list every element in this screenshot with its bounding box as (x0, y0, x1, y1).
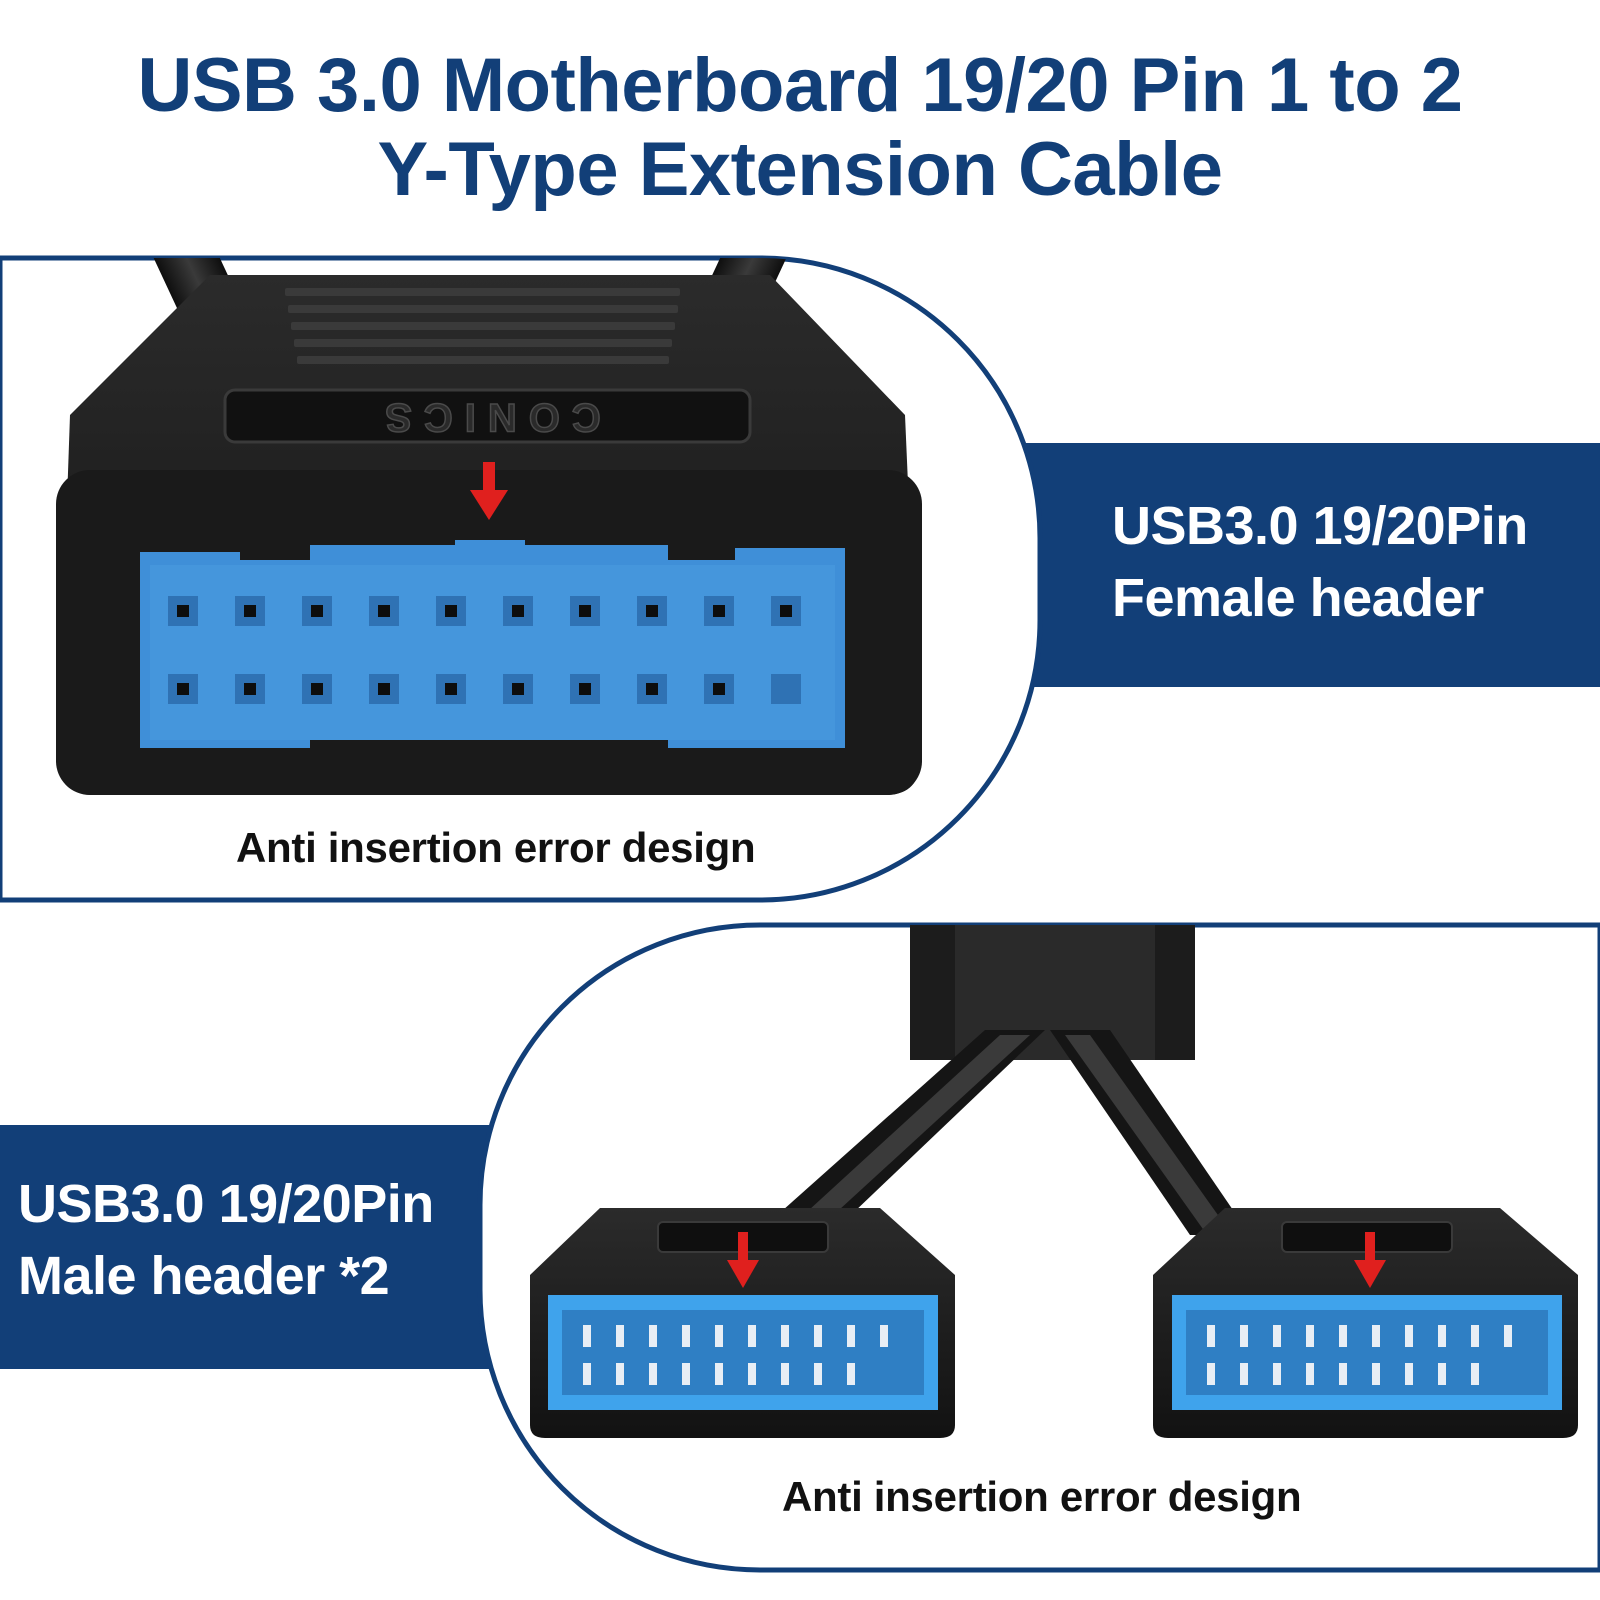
male-pin (748, 1363, 756, 1385)
male-pin (715, 1363, 723, 1385)
male-label-line-2: Male header *2 (18, 1246, 390, 1306)
female-brand-plate (223, 388, 752, 444)
male-pin (649, 1325, 657, 1347)
male-pin (847, 1325, 855, 1347)
female-pin-hole (311, 683, 323, 695)
female-header-label: USB3.0 19/20Pin Female header (1112, 490, 1528, 634)
male-pin (781, 1363, 789, 1385)
female-pin-hole (512, 605, 524, 617)
male-pin (1471, 1363, 1479, 1385)
male-pin (616, 1363, 624, 1385)
male-pin (1240, 1325, 1248, 1347)
male-pin (1438, 1325, 1446, 1347)
male-pin (1207, 1363, 1215, 1385)
male-pin (781, 1325, 789, 1347)
male-pin (682, 1325, 690, 1347)
female-pin-hole (579, 605, 591, 617)
female-pin-hole (311, 605, 323, 617)
male-pin (1438, 1363, 1446, 1385)
male-pin (847, 1363, 855, 1385)
female-pin-hole (177, 605, 189, 617)
female-grip-ribs (285, 288, 680, 364)
female-pin-hole (646, 683, 658, 695)
male-left-key-arrow (727, 1232, 759, 1288)
title-line-1: USB 3.0 Motherboard 19/20 Pin 1 to 2 (137, 43, 1463, 128)
male-pin (583, 1325, 591, 1347)
male-pin (814, 1363, 822, 1385)
male-pin (1207, 1325, 1215, 1347)
female-key-arrow (470, 462, 508, 520)
male-pin (1372, 1325, 1380, 1347)
male-pin (748, 1325, 756, 1347)
female-panel: CONICS (0, 255, 1043, 903)
male-pin (583, 1363, 591, 1385)
male-pin (1306, 1363, 1314, 1385)
male-label-line-1: USB3.0 19/20Pin (18, 1174, 434, 1234)
male-header-label: USB3.0 19/20Pin Male header *2 (18, 1168, 434, 1312)
female-pin-hole (445, 683, 457, 695)
male-pin (682, 1363, 690, 1385)
title-line-2: Y-Type Extension Cable (377, 127, 1223, 212)
male-pin (1405, 1325, 1413, 1347)
male-caption: Anti insertion error design (782, 1473, 1302, 1520)
female-pin-hole (713, 683, 725, 695)
male-pin (1471, 1325, 1479, 1347)
male-pin (880, 1325, 888, 1347)
female-pin-hole (378, 683, 390, 695)
page-title: USB 3.0 Motherboard 19/20 Pin 1 to 2 Y-T… (0, 44, 1600, 212)
female-label-line-2: Female header (1112, 568, 1484, 628)
female-pin-hole (780, 605, 792, 617)
female-pin-hole (244, 683, 256, 695)
male-pin (1306, 1325, 1314, 1347)
male-pin (715, 1325, 723, 1347)
female-pin-hole (713, 605, 725, 617)
male-pin (1405, 1363, 1413, 1385)
male-right-key-arrow (1354, 1232, 1386, 1288)
male-pin (1240, 1363, 1248, 1385)
female-pin-hole (378, 605, 390, 617)
female-brand-text: CONICS (373, 395, 601, 439)
female-pin-hole (445, 605, 457, 617)
female-pin-grid (168, 596, 801, 704)
male-pin (1372, 1363, 1380, 1385)
female-pin-hole (579, 683, 591, 695)
male-pin (1273, 1325, 1281, 1347)
male-pin (616, 1325, 624, 1347)
male-pin (1273, 1363, 1281, 1385)
male-connector-left (530, 1208, 955, 1438)
male-pin (1339, 1325, 1347, 1347)
male-pin (1339, 1363, 1347, 1385)
female-pin-socket (771, 674, 801, 704)
female-caption: Anti insertion error design (236, 824, 756, 871)
label-band-top (960, 443, 1600, 687)
female-pin-hole (646, 605, 658, 617)
female-pin-hole (244, 605, 256, 617)
female-label-line-1: USB3.0 19/20Pin (1112, 496, 1528, 556)
female-pin-hole (512, 683, 524, 695)
male-panel (477, 922, 1600, 1573)
female-pin-hole (177, 683, 189, 695)
male-pin (649, 1363, 657, 1385)
male-connector-right (1153, 1208, 1578, 1438)
male-pin (814, 1325, 822, 1347)
male-pin (1504, 1325, 1512, 1347)
